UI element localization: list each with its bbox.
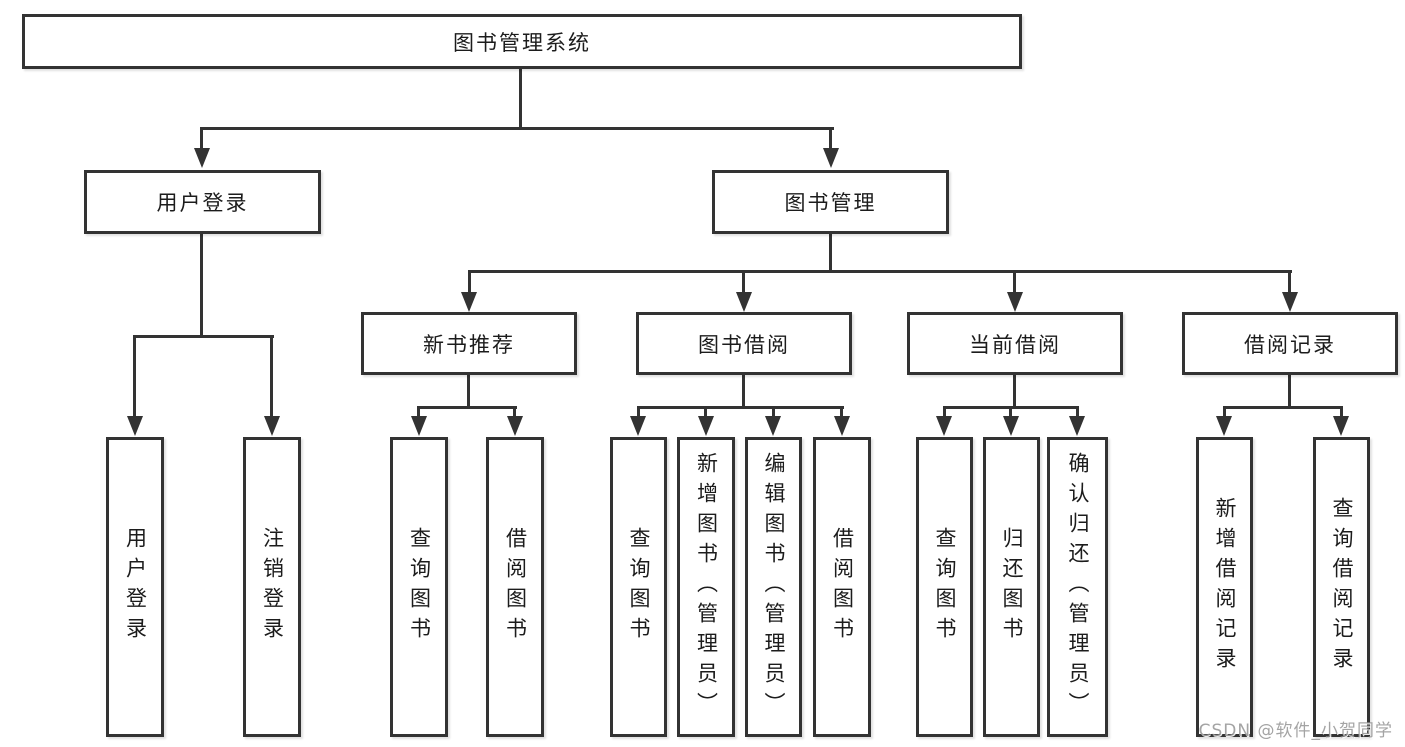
connector-drop-add-book	[704, 406, 707, 420]
connector-drop-leaf-logout	[270, 335, 273, 420]
node-leaf-borrow-book-2: 借阅图书	[813, 437, 871, 737]
node-leaf-add-record-label: 新增借阅记录	[1213, 497, 1237, 677]
connector-drop-leaf-user-login	[133, 335, 136, 420]
arrow-down-icon	[736, 292, 752, 312]
node-leaf-query-book-3-label: 查询图书	[933, 527, 957, 647]
arrow-down-icon	[1007, 292, 1023, 312]
node-leaf-edit-book: 编辑图书（管理员）	[745, 437, 802, 737]
connector-drop-borrow-book-2	[840, 406, 843, 420]
csdn-watermark: CSDN @软件_小贺同学	[1198, 721, 1393, 741]
node-leaf-borrow-book-2-label: 借阅图书	[830, 527, 855, 647]
node-leaf-user-login: 用户登录	[106, 437, 164, 737]
arrow-down-icon	[264, 416, 280, 436]
arrow-down-icon	[127, 416, 143, 436]
arrow-down-icon	[1333, 416, 1349, 436]
connector-drop-query-record	[1340, 406, 1343, 420]
arrow-down-icon	[630, 416, 646, 436]
node-leaf-logout-label: 注销登录	[260, 527, 285, 647]
connector-level2-split	[201, 127, 834, 130]
node-leaf-logout: 注销登录	[243, 437, 301, 737]
node-user-login: 用户登录	[84, 170, 321, 234]
connector-current-borrow-stub	[1013, 375, 1016, 409]
node-new-book-rec-label: 新书推荐	[423, 332, 515, 357]
node-book-mgmt-label: 图书管理	[784, 191, 877, 215]
connector-drop-borrow-records	[1288, 270, 1291, 296]
connector-drop-query-book-1	[417, 406, 420, 420]
arrow-down-icon	[507, 416, 523, 436]
node-borrow-records: 借阅记录	[1182, 312, 1398, 375]
connector-borrow-records-split	[1223, 406, 1343, 409]
arrow-down-icon	[765, 416, 781, 436]
node-leaf-query-book-2-label: 查询图书	[627, 527, 651, 647]
connector-drop-query-book-2	[637, 406, 640, 420]
node-leaf-query-record-label: 查询借阅记录	[1330, 497, 1354, 677]
connector-drop-current-borrow	[1013, 270, 1016, 296]
node-user-login-label: 用户登录	[156, 191, 249, 215]
connector-drop-book-borrow	[742, 270, 745, 296]
arrow-down-icon	[1003, 416, 1019, 436]
node-root: 图书管理系统	[22, 14, 1022, 69]
node-leaf-add-record: 新增借阅记录	[1196, 437, 1253, 737]
connector-borrow-records-stub	[1288, 375, 1291, 409]
connector-root-stub	[519, 69, 522, 130]
node-leaf-return-book-label: 归还图书	[1000, 527, 1024, 647]
node-root-label: 图书管理系统	[453, 30, 591, 55]
node-leaf-query-book-1: 查询图书	[390, 437, 448, 737]
arrow-down-icon	[411, 416, 427, 436]
connector-drop-user-login	[200, 127, 203, 153]
arrow-down-icon	[1282, 292, 1298, 312]
connector-book-mgmt-stub	[829, 234, 832, 273]
node-leaf-query-book-1-label: 查询图书	[407, 527, 432, 647]
node-leaf-confirm-return-label: 确认归还（管理员）	[1066, 452, 1090, 722]
connector-drop-return-book	[1009, 406, 1012, 420]
node-leaf-borrow-book-1: 借阅图书	[486, 437, 544, 737]
connector-drop-query-book-3	[943, 406, 946, 420]
node-book-mgmt: 图书管理	[712, 170, 949, 234]
node-leaf-add-book: 新增图书（管理员）	[677, 437, 735, 737]
arrow-down-icon	[936, 416, 952, 436]
node-leaf-edit-book-label: 编辑图书（管理员）	[762, 452, 786, 722]
arrow-down-icon	[461, 292, 477, 312]
connector-new-book-rec-stub	[467, 375, 470, 409]
connector-user-login-split	[133, 335, 274, 338]
node-borrow-records-label: 借阅记录	[1244, 332, 1336, 357]
connector-book-borrow-split	[637, 406, 844, 409]
connector-drop-borrow-book-1	[513, 406, 516, 420]
node-current-borrow-label: 当前借阅	[969, 332, 1061, 357]
connector-drop-edit-book	[772, 406, 775, 420]
node-leaf-query-record: 查询借阅记录	[1313, 437, 1370, 737]
node-leaf-return-book: 归还图书	[983, 437, 1040, 737]
arrow-down-icon	[823, 148, 839, 168]
node-new-book-rec: 新书推荐	[361, 312, 577, 375]
connector-drop-confirm-return	[1076, 406, 1079, 420]
connector-book-mgmt-split	[468, 270, 1292, 273]
arrow-down-icon	[834, 416, 850, 436]
connector-book-borrow-stub	[742, 375, 745, 409]
node-leaf-confirm-return: 确认归还（管理员）	[1047, 437, 1108, 737]
arrow-down-icon	[1069, 416, 1085, 436]
node-leaf-user-login-label: 用户登录	[123, 527, 148, 647]
connector-new-book-rec-split	[417, 406, 517, 409]
node-leaf-query-book-3: 查询图书	[916, 437, 973, 737]
node-book-borrow-label: 图书借阅	[698, 332, 790, 357]
arrow-down-icon	[194, 148, 210, 168]
connector-drop-add-record	[1223, 406, 1226, 420]
connector-user-login-stub	[200, 234, 203, 338]
connector-drop-book-mgmt	[829, 127, 832, 153]
arrow-down-icon	[1216, 416, 1232, 436]
connector-drop-new-book-rec	[468, 270, 471, 296]
node-current-borrow: 当前借阅	[907, 312, 1123, 375]
arrow-down-icon	[698, 416, 714, 436]
node-leaf-borrow-book-1-label: 借阅图书	[503, 527, 528, 647]
node-leaf-query-book-2: 查询图书	[610, 437, 667, 737]
node-leaf-add-book-label: 新增图书（管理员）	[694, 452, 719, 722]
node-book-borrow: 图书借阅	[636, 312, 852, 375]
